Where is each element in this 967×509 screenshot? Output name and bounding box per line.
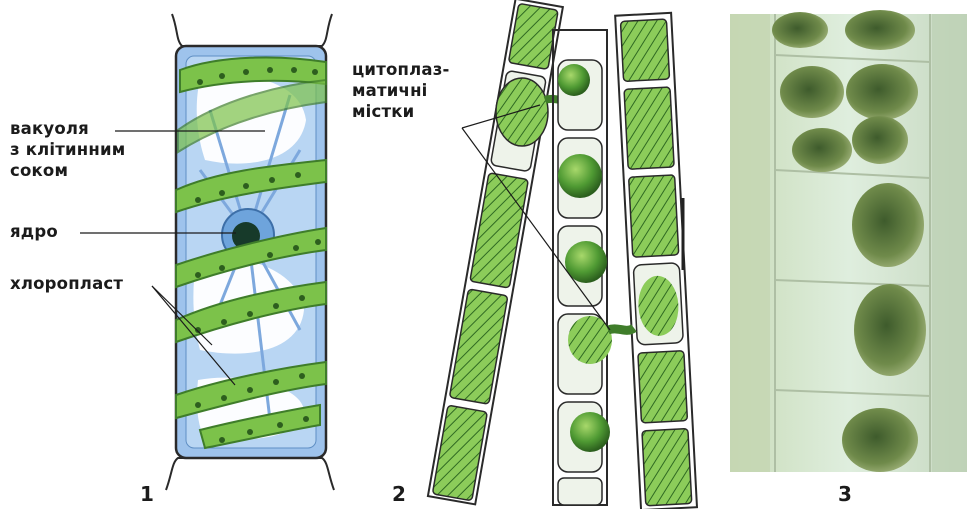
chloroplast-label: хлоропласт (10, 273, 123, 294)
bridges-label-line-1: цитоплаз- (352, 59, 450, 80)
vacuole-label-line-2: з клітинним (10, 139, 125, 160)
bridges-label-line-3: містки (352, 101, 450, 122)
nucleus-label: ядро (10, 221, 58, 242)
figure-number-3: 3 (838, 482, 852, 506)
figure-3-micrograph (730, 10, 967, 472)
figure-number-2: 2 (392, 482, 406, 506)
vacuole-label: вакуоля з клітинним соком (10, 118, 125, 181)
vacuole-label-line-3: соком (10, 160, 125, 181)
figure-2-conjugation (428, 0, 697, 509)
vacuole-label-line-1: вакуоля (10, 118, 125, 139)
cytoplasmic-bridges-label: цитоплаз- матичні містки (352, 59, 450, 122)
figure-1-cell (80, 14, 334, 490)
bridges-label-line-2: матичні (352, 80, 450, 101)
figure-number-1: 1 (140, 482, 154, 506)
